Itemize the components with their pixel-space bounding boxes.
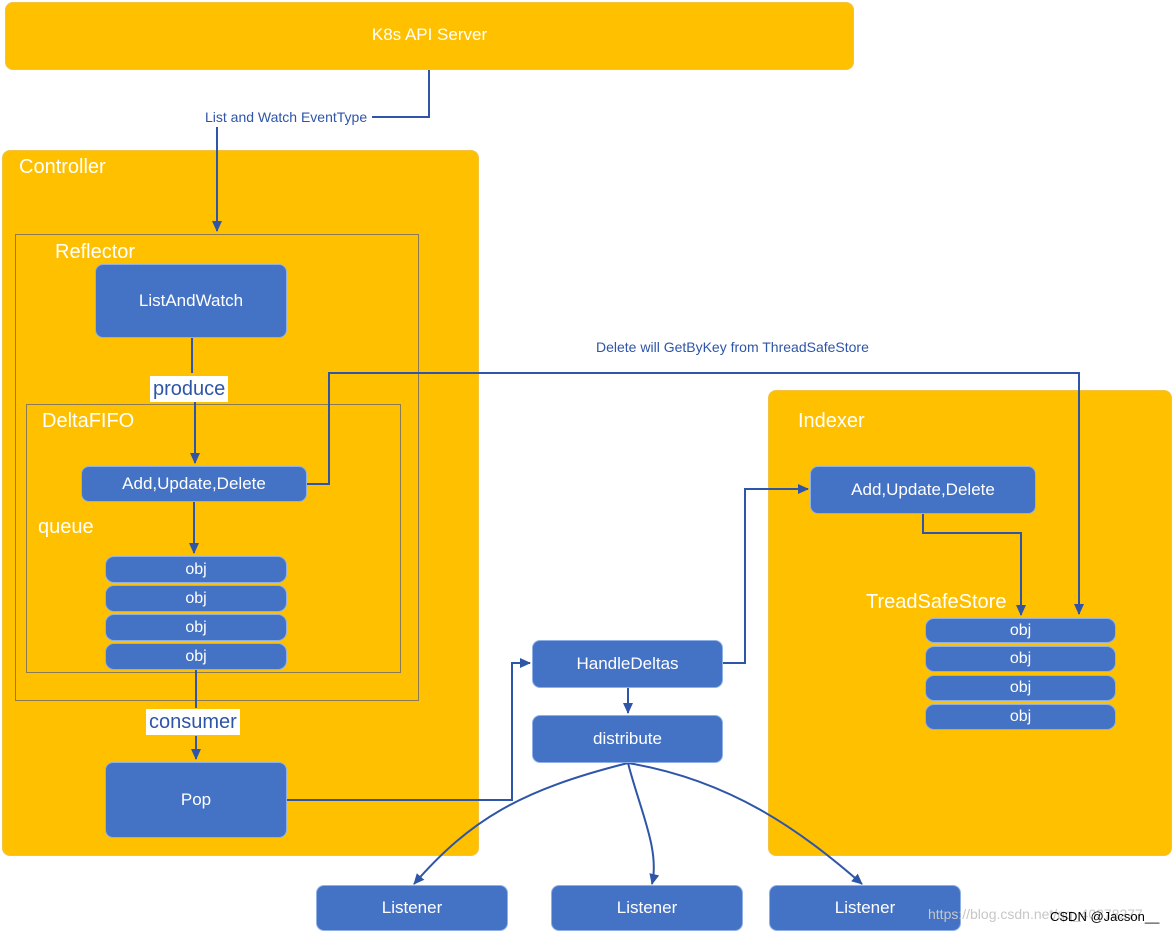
indexer-title: Indexer — [798, 410, 865, 432]
fifo-obj-2[interactable]: obj — [105, 585, 287, 612]
listener-node-3[interactable]: Listener — [769, 885, 961, 931]
watermark-credit: CSDN @Jacson__ — [1050, 909, 1160, 924]
listener-node-2[interactable]: Listener — [551, 885, 743, 931]
controller-title: Controller — [19, 156, 106, 178]
indexer-add-update-delete-node[interactable]: Add,Update,Delete — [810, 466, 1036, 514]
label-produce: produce — [150, 376, 229, 402]
fifo-obj-3[interactable]: obj — [105, 614, 287, 641]
edge-delete-getbykey — [307, 372, 1084, 615]
fifo-add-update-delete-node[interactable]: Add,Update,Delete — [81, 466, 307, 502]
store-obj-4[interactable]: obj — [925, 704, 1116, 730]
deltafifo-title: DeltaFIFO — [42, 410, 135, 432]
handledeltas-node[interactable]: HandleDeltas — [532, 640, 723, 688]
api-server-label: K8s API Server — [371, 25, 488, 44]
fifo-obj-4[interactable]: obj — [105, 643, 287, 670]
store-obj-3[interactable]: obj — [925, 675, 1116, 701]
queue-label: queue — [38, 516, 94, 538]
label-delete-getbykey: Delete will GetByKey from ThreadSafeStor… — [596, 339, 869, 355]
pop-node[interactable]: Pop — [105, 762, 287, 838]
edge-distribute-listener-2 — [627, 762, 660, 885]
reflector-title: Reflector — [55, 241, 136, 263]
store-obj-2[interactable]: obj — [925, 646, 1116, 672]
edge-produce — [192, 338, 195, 463]
api-server-box — [5, 2, 854, 70]
listandwatch-node[interactable]: ListAndWatch — [95, 264, 287, 338]
edge-handledeltas-to-indexer — [723, 484, 809, 664]
edge-distribute-listener-3 — [627, 762, 863, 885]
watermark-url: https://blog.csdn.net/qq_40378277 — [928, 906, 1143, 922]
label-list-watch: List and Watch EventType — [205, 109, 368, 125]
store-obj-1[interactable]: obj — [925, 618, 1116, 643]
fifo-obj-1[interactable]: obj — [105, 556, 287, 583]
listener-node-1[interactable]: Listener — [316, 885, 508, 931]
edge-pop-to-handledeltas — [287, 658, 531, 801]
edge-distribute-listener-1 — [413, 762, 629, 885]
edge-api-to-reflector — [217, 70, 430, 231]
deltafifo-frame — [26, 404, 401, 673]
treadsafestore-title: TreadSafeStore — [866, 591, 1007, 613]
label-consumer: consumer — [146, 709, 240, 735]
distribute-node[interactable]: distribute — [532, 715, 723, 763]
edge-indexer-add-to-store — [922, 514, 1026, 616]
